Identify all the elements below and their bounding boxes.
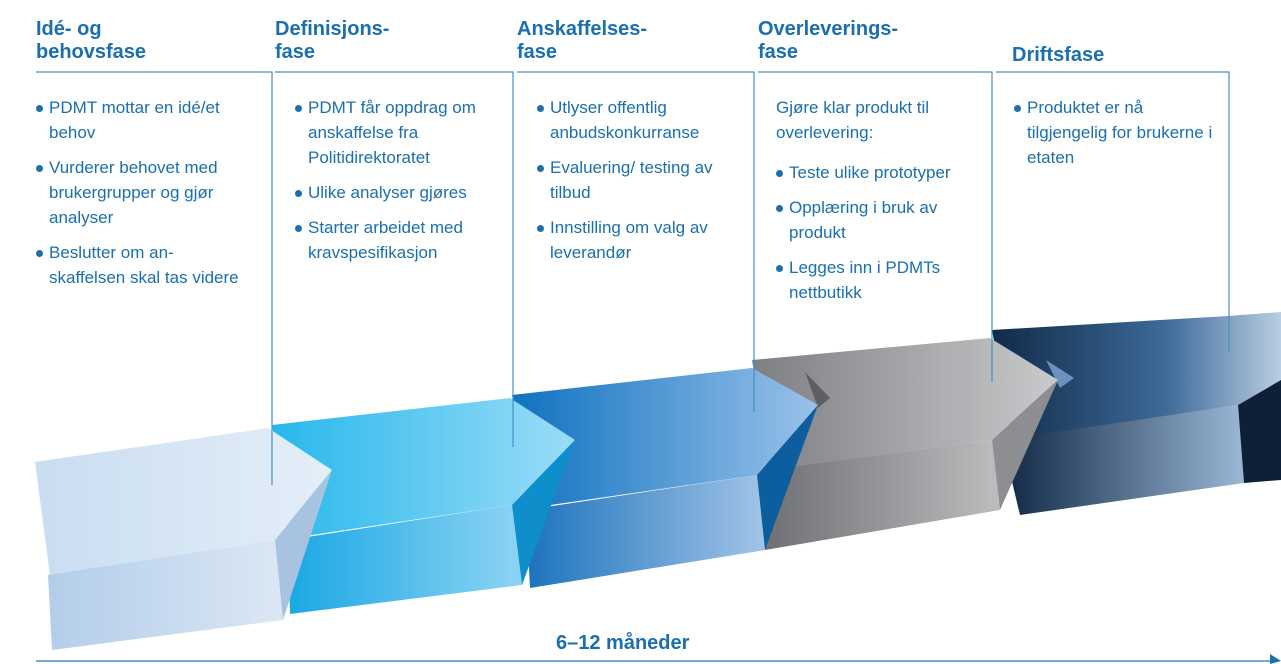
timeline-label: 6–12 måneder xyxy=(556,632,690,654)
phase-block-ide-og-behovsfase xyxy=(35,428,332,650)
leader-line-5 xyxy=(996,71,1230,352)
phase-block-anskaffelsesfase xyxy=(512,368,818,588)
list-item: Produktet er nå tilgjengelig for brukern… xyxy=(1014,95,1214,170)
leader-lines xyxy=(36,71,1230,485)
leader-line-3 xyxy=(517,71,755,412)
list-item: Opplæring i bruk av produkt xyxy=(776,195,991,245)
list-item: Teste ulike prototyper xyxy=(776,160,991,185)
list-item: Evaluering/ testing av tilbud xyxy=(537,155,737,205)
leader-line-1 xyxy=(36,71,273,485)
phase-points: PDMT mottar en idé/et behov Vurderer beh… xyxy=(36,95,241,300)
list-item: Starter arbeidet med kravspesifikasjon xyxy=(295,215,495,265)
phase-title: Overleverings- fase xyxy=(758,18,899,63)
list-item: PDMT mottar en idé/et behov xyxy=(36,95,241,145)
list-item: Innstilling om valg av leverandør xyxy=(537,215,737,265)
timeline-arrow xyxy=(36,654,1281,664)
list-item: Legges inn i PDMTs nettbutikk xyxy=(776,255,991,305)
list-item: Utlyser offentlig anbudskonkurranse xyxy=(537,95,737,145)
phase-block-definisjonsfase xyxy=(272,398,575,614)
phase-block-overleveringsfase xyxy=(752,338,1058,550)
leader-line-2 xyxy=(275,71,514,447)
list-item: Ulike analyser gjøres xyxy=(295,180,495,205)
phase-intro: Gjøre klar produkt til overlevering: xyxy=(776,98,930,142)
phase-points: Utlyser offentlig anbudskonkurranse Eval… xyxy=(537,95,737,275)
list-item: PDMT får oppdrag om anskaffelse fra Poli… xyxy=(295,95,495,170)
phase-points: Produktet er nå tilgjengelig for brukern… xyxy=(1014,95,1214,180)
phase-title: Definisjons- fase xyxy=(275,18,390,63)
phase-points: PDMT får oppdrag om anskaffelse fra Poli… xyxy=(295,95,495,275)
phase-title: Driftsfase xyxy=(1012,44,1105,66)
list-item: Beslutter om an-skaffelsen skal tas vide… xyxy=(36,240,241,290)
phase-points: Teste ulike prototyper Opplæring i bruk … xyxy=(776,160,991,315)
phase-title: Idé- og behovsfase xyxy=(36,18,147,63)
list-item: Vurderer behovet med brukergrupper og gj… xyxy=(36,155,241,230)
phase-block-driftsfase xyxy=(992,312,1281,515)
phase-title: Anskaffelses- fase xyxy=(517,18,648,63)
arrowhead-icon xyxy=(1270,654,1281,664)
leader-line-4 xyxy=(758,71,993,382)
